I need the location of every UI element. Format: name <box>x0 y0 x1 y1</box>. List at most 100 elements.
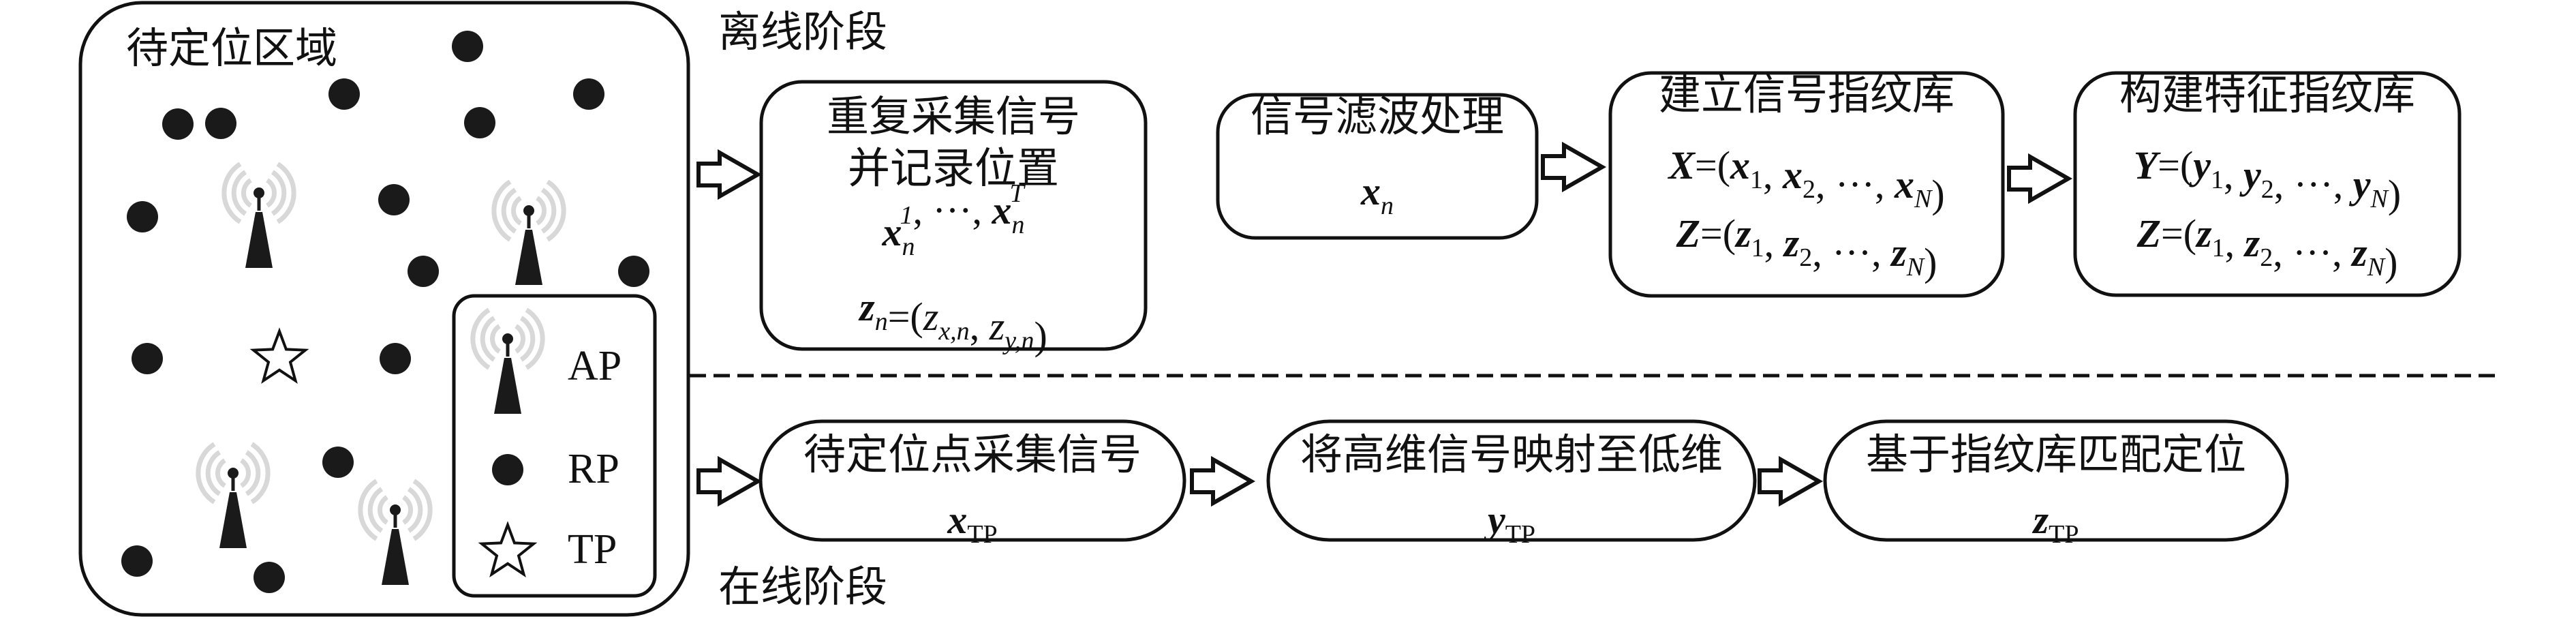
rp-dot-icon <box>132 343 163 374</box>
formula-part: y,n <box>1002 327 1034 355</box>
tp-star-icon <box>478 521 538 578</box>
flow-arrow-icon <box>2007 153 2073 205</box>
signal-wave-icon <box>367 487 384 533</box>
signal-wave-icon <box>519 316 536 362</box>
formula-part: , <box>2224 153 2243 197</box>
formula-part: n <box>902 232 915 261</box>
signal-wave-icon <box>221 162 242 224</box>
signal-wave-icon <box>266 178 277 208</box>
formula-part: Y <box>2134 143 2161 187</box>
signal-wave-icon <box>250 442 271 504</box>
formula-part: y <box>1484 498 1505 542</box>
step-title: 建立信号指纹库 <box>1659 70 1954 119</box>
formula-part: TP <box>1505 520 1535 549</box>
flow-arrow-icon <box>1190 455 1256 507</box>
tower-body <box>494 358 521 414</box>
signal-wave-icon <box>245 450 261 496</box>
step-box <box>2073 71 2462 297</box>
flow-arrow-icon <box>1541 141 1607 193</box>
formula-part: N <box>1906 253 1926 282</box>
formula-part: x <box>1894 162 1914 207</box>
step-formula: yTP <box>1484 498 1535 549</box>
step-box <box>1216 93 1539 240</box>
rp-dot-icon <box>322 447 354 478</box>
formula-part: n <box>875 307 888 336</box>
formula-part: N <box>2370 185 2389 213</box>
step-formula: Z=(z1, z2, ···, zN) <box>2136 211 2398 284</box>
formula-part: ) <box>1924 240 1937 284</box>
formula-part: X <box>1667 143 1696 187</box>
formula-part: x <box>1730 143 1750 187</box>
signal-wave-icon <box>540 187 557 234</box>
formula-part: , ···, <box>2273 230 2352 275</box>
tp-star-icon <box>249 327 309 384</box>
formula-part: n <box>1011 211 1024 239</box>
offline-phase-label: 离线阶段 <box>718 7 887 57</box>
formula-part: , <box>1764 221 1784 265</box>
formula-part: z <box>1890 230 1907 275</box>
formula-part: , <box>1763 153 1783 197</box>
formula-part: ) <box>1931 172 1944 216</box>
step-formula: xn <box>1360 169 1394 220</box>
step-formula: Y=(y1, y2, ···, yN) <box>2134 143 2401 216</box>
formula-part: y <box>2349 162 2371 207</box>
formula-part: z <box>2195 211 2212 256</box>
step-box <box>1266 419 1757 542</box>
signal-wave-icon <box>546 179 566 242</box>
formula-part: =( <box>2161 211 2196 256</box>
rp-dot-icon <box>205 108 236 139</box>
rp-dot-icon <box>328 78 360 110</box>
step-title: 基于指纹库匹配定位 <box>1866 429 2246 479</box>
formula-part: N <box>2367 253 2387 282</box>
formula-part: x <box>882 210 902 254</box>
formula-part: =( <box>1695 143 1730 187</box>
legend-label-ap: AP <box>568 343 622 389</box>
rp-dot-icon <box>573 78 604 110</box>
step-title: 将高维信号映射至低维 <box>1300 429 1723 479</box>
formula-part: TP <box>2049 520 2079 549</box>
step-formula: xn1, ···, xnT <box>882 179 1026 261</box>
step-box <box>1823 419 2289 542</box>
tower-body <box>515 230 542 285</box>
flow-arrow-icon <box>1758 455 1824 507</box>
formula-part: z <box>989 304 1005 348</box>
formula-part: =( <box>2158 143 2193 187</box>
signal-wave-icon <box>402 495 413 525</box>
formula-part: 1 <box>1751 234 1764 262</box>
step-title: 构建特征指纹库 <box>2119 70 2415 119</box>
formula-part: TP <box>967 520 997 549</box>
online-step-2: 将高维信号映射至低维 yTP <box>1266 419 1757 549</box>
rp-dot-icon <box>492 454 523 485</box>
tower-body <box>219 492 247 548</box>
step-formula: xTP <box>947 498 997 549</box>
formula-part: z <box>1734 211 1751 256</box>
signal-wave-icon <box>525 307 545 370</box>
signal-wave-icon <box>407 487 423 533</box>
rp-dot-icon <box>618 256 649 287</box>
step-formula: X=(x1, x2, ···, xN) <box>1667 143 1944 216</box>
signal-wave-icon <box>490 324 501 354</box>
formula-part: , ···, <box>1815 162 1895 207</box>
formula-part: 2 <box>2261 175 2274 204</box>
step-box <box>758 419 1186 542</box>
step-formula: Z=(z1, z2, ···, zN) <box>1676 211 1937 284</box>
region-title: 待定位区域 <box>126 23 337 73</box>
ap-tower-icon <box>196 442 271 548</box>
rp-dots <box>121 31 649 593</box>
formula-part: , ···, <box>913 188 992 232</box>
rp-dot-icon <box>380 343 411 374</box>
step-box <box>759 80 1148 351</box>
signal-wave-icon <box>240 458 251 488</box>
rp-dot-icon <box>127 201 158 232</box>
formula-part: x <box>991 188 1011 232</box>
flow-arrow-icon <box>696 149 763 200</box>
signal-wave-icon <box>491 179 512 242</box>
formula-part: ) <box>1034 314 1047 358</box>
offline-step-3: 建立信号指纹库 X=(x1, x2, ···, xN)Z=(z1, z2, ···… <box>1608 70 2005 298</box>
ap-tower-icon <box>470 307 545 414</box>
formula-part: x <box>947 498 967 542</box>
signal-wave-icon <box>515 324 525 354</box>
